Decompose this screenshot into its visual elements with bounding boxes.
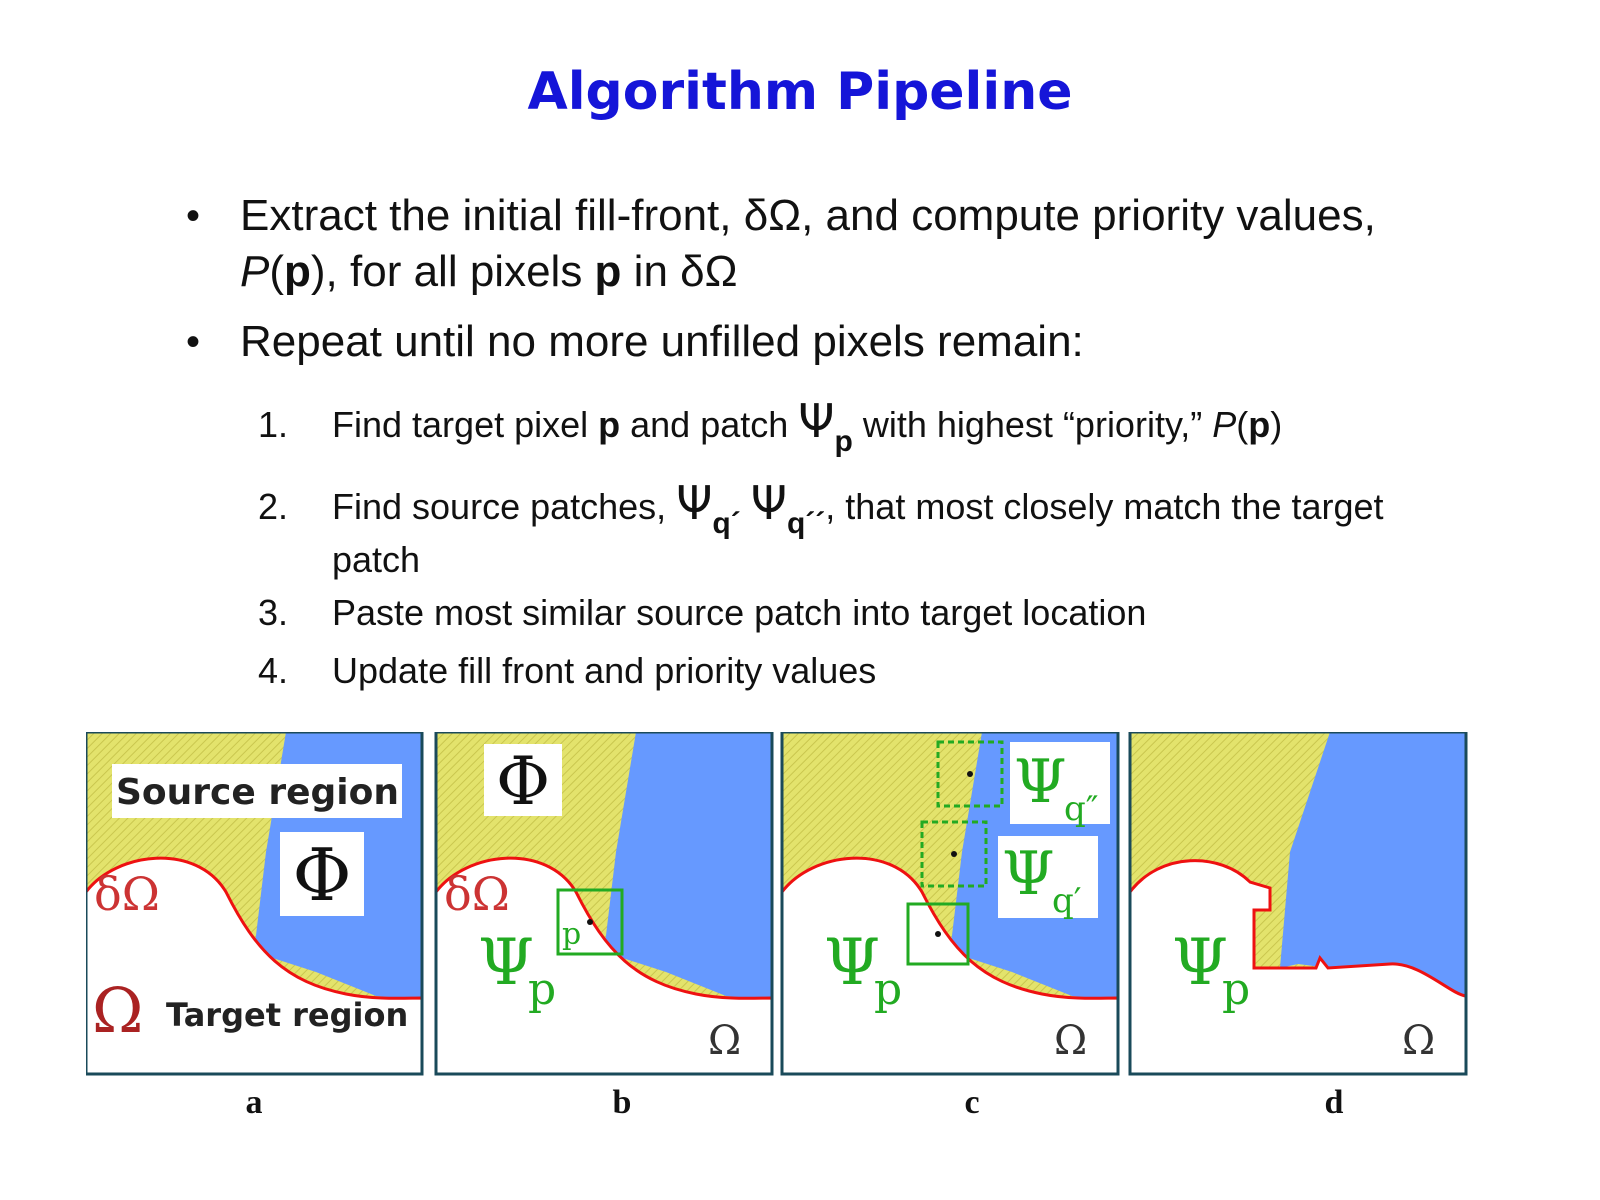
target-patch xyxy=(556,888,624,956)
psi-subscript: p xyxy=(528,964,556,1015)
target-region xyxy=(1128,859,1468,1076)
psi-q2-subscript: q″ xyxy=(1064,789,1098,829)
panel-d: Ψ p Ω xyxy=(1128,732,1468,1076)
panel-label-d: d xyxy=(1324,1084,1344,1121)
psi-q1-symbol: Ψ xyxy=(1002,839,1055,909)
panel-label-a: a xyxy=(245,1084,263,1121)
psi-symbol: Ψ xyxy=(750,476,787,530)
target-region xyxy=(86,856,424,1076)
pixel-label: p xyxy=(562,917,581,952)
psi-symbol: Ψ xyxy=(798,394,835,448)
step-text: Find source patches, Ψq´ Ψq´´, that most… xyxy=(332,476,1384,580)
phi-symbol: Φ xyxy=(496,743,550,820)
bullet-marker: • xyxy=(186,194,201,238)
psi-q2-symbol: Ψ xyxy=(1014,747,1067,817)
source-patch-q2 xyxy=(936,740,1004,808)
psi-symbol: Ψ xyxy=(478,926,534,1000)
psi-subscript: p xyxy=(1222,964,1250,1015)
bullet-text: Repeat until no more unfilled pixels rem… xyxy=(240,317,1084,366)
omega-symbol: Ω xyxy=(92,974,143,1047)
psi-symbol: Ψ xyxy=(824,926,880,1000)
step-text: Find target pixel p and patch Ψp with hi… xyxy=(332,394,1283,458)
psi-symbol: Ψ xyxy=(1172,926,1228,1000)
bullet-marker: • xyxy=(186,320,201,364)
target-region-label: Target region xyxy=(166,996,408,1034)
phi-symbol: Φ xyxy=(292,833,351,917)
bullet-text: Extract the initial fill-front, δΩ, and … xyxy=(240,191,1376,296)
fill-front-label: δΩ xyxy=(94,867,160,921)
fill-front-label: δΩ xyxy=(444,867,510,921)
step-text: Update fill front and priority values xyxy=(332,650,877,691)
panel-a: Source region Φ δΩ Ω Target region xyxy=(86,732,424,1076)
source-label-box xyxy=(112,764,402,818)
panel-label-b: b xyxy=(612,1084,632,1121)
slide-title: Algorithm Pipeline xyxy=(527,62,1073,122)
panel-c: Ψ q″ Ψ q′ Ψ p Ω xyxy=(780,732,1120,1076)
step-number: 4. xyxy=(258,650,289,691)
step-number: 2. xyxy=(258,486,289,527)
psi-subscript: p xyxy=(874,964,902,1015)
target-pixel xyxy=(587,919,593,925)
target-patch xyxy=(906,902,970,966)
psi-q1-subscript: q′ xyxy=(1052,881,1081,921)
step-text: Paste most similar source patch into tar… xyxy=(332,592,1147,633)
step-number: 1. xyxy=(258,404,289,445)
step-number: 3. xyxy=(258,592,289,633)
source-region-label: Source region xyxy=(116,772,399,813)
omega-symbol: Ω xyxy=(1054,1018,1087,1064)
panel-b: Φ δΩ p Ψ p Ω xyxy=(434,732,774,1076)
source-patch-q1 xyxy=(920,820,988,888)
psi-symbol: Ψ xyxy=(676,476,713,530)
panel-label-c: c xyxy=(964,1084,980,1121)
omega-symbol: Ω xyxy=(708,1018,741,1064)
omega-symbol: Ω xyxy=(1402,1018,1435,1064)
inpainting-figure: Source region Φ δΩ Ω Target region Φ δΩ … xyxy=(86,732,1468,1076)
